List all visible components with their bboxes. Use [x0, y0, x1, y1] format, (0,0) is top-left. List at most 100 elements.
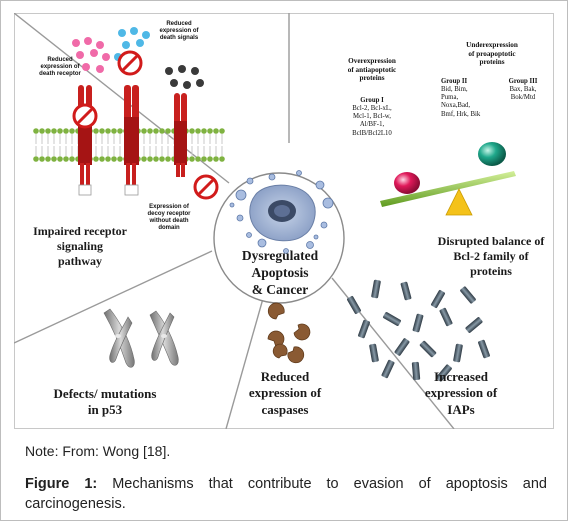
group2-line1: Bid, Bim, [441, 86, 468, 94]
rdr-line2: expression of [40, 63, 80, 70]
lipid-head [105, 128, 111, 134]
decoy-line4: domain [158, 224, 180, 231]
bcl2-title-line2: Bcl-2 family of [453, 249, 529, 263]
overexpression-title: Overexpression of antiapoptotic proteins [330, 57, 414, 83]
decoy-receptor [174, 93, 187, 177]
receptor-title-line1: Impaired receptor [33, 224, 127, 238]
fulcrum [445, 188, 473, 216]
lipid-head [147, 128, 153, 134]
proapoptotic-sphere [478, 142, 506, 166]
iap-section-title: Increased expression of IAPs [406, 369, 516, 418]
antiapoptotic-sphere [394, 172, 420, 194]
p53-title-line1: Defects/ mutations [53, 386, 157, 401]
lipid-head [99, 128, 105, 134]
lipid-head [195, 128, 201, 134]
lipid-head [45, 156, 51, 162]
center-cell-circle [213, 170, 345, 304]
lipid-head [165, 156, 171, 162]
caspase-title-line3: caspases [261, 401, 309, 417]
group3-title: Group III [508, 78, 538, 85]
iap-rod [453, 343, 463, 363]
group2-block: Group II Bid, Bim, Puma, Noxa,Bad, Bmf, … [441, 78, 495, 119]
group3-block: Group III Bax, Bak, Bok/Mtd [499, 78, 547, 102]
iap-rod [358, 319, 370, 339]
iap-rod [460, 286, 476, 304]
figure-caption: Figure 1: Mechanisms that contribute to … [25, 475, 547, 514]
lipid-head [141, 128, 147, 134]
lipid-head [117, 128, 123, 134]
iap-rod [394, 338, 410, 356]
decoy-line3: without death [149, 217, 189, 224]
iap-rod [411, 361, 421, 381]
lipid-head [213, 128, 219, 134]
chromosome-icon [103, 308, 179, 368]
lipid-head [189, 156, 195, 162]
iap-rod [419, 340, 437, 358]
caspase-title-line1: Reduced [260, 369, 310, 384]
group1-block: Group I Bcl-2, Bcl-xL, Mcl-1, Bcl-w, Al/… [332, 97, 412, 138]
lipid-head [207, 128, 213, 134]
over-line3: proteins [359, 74, 385, 83]
lipid-head [39, 128, 45, 134]
lipid-head [165, 128, 171, 134]
caspase-icon [267, 302, 311, 364]
bcl2-section-title: Disrupted balance of Bcl-2 family of pro… [429, 234, 553, 279]
iap-rod [431, 290, 445, 308]
over-line2: of antiapoptotic [347, 65, 397, 74]
lipid-head [57, 156, 63, 162]
lipid-head [63, 156, 69, 162]
caption-text: Mechanisms that contribute to evasion of… [25, 476, 547, 512]
lipid-head [33, 156, 39, 162]
group1-line3: Al/BF-1, [359, 121, 385, 129]
lipid-head [69, 156, 75, 162]
lipid-head [57, 128, 63, 134]
group1-line4: BclB/Bcl2L10 [352, 129, 392, 137]
lipid-head [93, 156, 99, 162]
decoy-receptor-label: Expression of decoy receptor without dea… [134, 204, 204, 232]
under-line3: proteins [479, 58, 505, 67]
reduced-death-receptor-label: Reduced expression of death receptor [29, 57, 91, 78]
center-title: Dysregulated Apoptosis & Cancer [214, 248, 346, 299]
under-line2: of proapoptotic [468, 49, 516, 58]
iap-title-line3: IAPs [447, 401, 475, 417]
iap-rod [465, 317, 483, 333]
apoptosis-diagram [14, 13, 554, 429]
lipid-head [213, 156, 219, 162]
group3-line2: Bok/Mtd [510, 94, 536, 102]
group2-line4: Bmf, Hrk, Bik [441, 110, 481, 118]
source-note: Note: From: Wong [18]. [25, 443, 171, 459]
rdr-line1: Reduced [47, 57, 73, 63]
death-receptor-left [78, 85, 92, 196]
iap-rod [371, 279, 381, 299]
group1-title: Group I [360, 97, 384, 104]
iap-rod [436, 364, 452, 382]
iap-title-line1: Increased [434, 369, 488, 384]
decoy-line2: decoy receptor [147, 210, 191, 217]
lipid-head [153, 128, 159, 134]
group2-line3: Noxa,Bad, [441, 102, 471, 110]
decoy-line1: Expression of [149, 204, 189, 210]
lipid-head [201, 128, 207, 134]
receptor-title-line3: pathway [57, 254, 102, 268]
balance-scale [380, 142, 516, 216]
receptor-title-line2: signaling [56, 239, 104, 253]
lipid-head [93, 128, 99, 134]
lipid-head [147, 156, 153, 162]
chromosome-bands [115, 334, 167, 338]
lipid-head [45, 128, 51, 134]
p53-title-line2: in p53 [87, 402, 123, 418]
death-ligands-grey [165, 65, 204, 89]
lipid-head [69, 128, 75, 134]
underexpression-title: Underexpression of proapoptotic proteins [446, 41, 538, 67]
lipid-head [33, 128, 39, 134]
iap-rod [478, 339, 490, 359]
lipid-head [111, 128, 117, 134]
lipid-head [189, 128, 195, 134]
no-entry-icon [72, 103, 98, 129]
lipid-head [111, 156, 117, 162]
group1-line1: Bcl-2, Bcl-xL, [352, 105, 392, 113]
iap-rod [412, 313, 424, 333]
cell-icon [229, 170, 334, 254]
no-entry-icon [117, 50, 143, 76]
